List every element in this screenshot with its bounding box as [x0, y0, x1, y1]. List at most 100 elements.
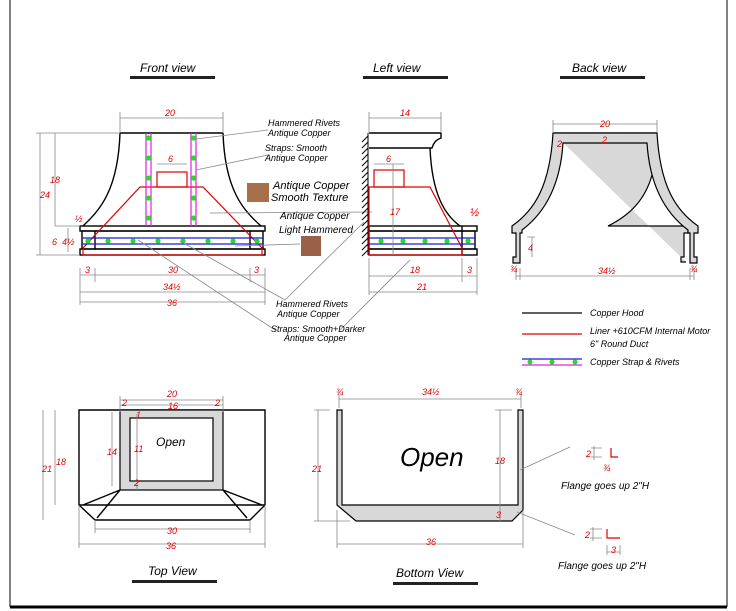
- top-view-open-label: Open: [156, 435, 186, 449]
- dim-top-bottom-frame: 2: [133, 478, 139, 488]
- rivet: [190, 155, 197, 161]
- dim-bottom-inner-depth: 18: [495, 456, 505, 466]
- dim-front-band-height: 6: [52, 237, 57, 247]
- dim-bottom-left-wall: ¾: [336, 387, 344, 397]
- flange-2-width: 3: [611, 545, 616, 555]
- rivet: [190, 215, 197, 221]
- hammered-copper-swatch: [301, 236, 321, 256]
- dim-top-inner-height: 11: [134, 444, 143, 454]
- dim-top-inner: 16: [168, 401, 178, 411]
- dim-front-total-height: 24: [39, 190, 50, 200]
- wall-hatch: [361, 133, 369, 257]
- dim-back-flange-right: ¾: [690, 264, 698, 274]
- rivet: [145, 195, 152, 201]
- dim-back-flange-left: ¾: [510, 264, 518, 274]
- dim-bottom-right-wall: ¾: [515, 387, 523, 397]
- dim-left-total-depth: 21: [416, 282, 427, 292]
- rivet: [145, 135, 152, 141]
- rivet: [155, 238, 161, 244]
- top-view: Open 20 16 2 2 1 11 2 14 18 21 30 36: [41, 389, 266, 551]
- rivet: [130, 238, 136, 244]
- dim-front-top-width: 20: [164, 108, 175, 118]
- dim-back-thickness-side: 2: [556, 139, 562, 149]
- bottom-view-open-label: Open: [400, 442, 464, 472]
- dim-left-depth-inner: 18: [410, 265, 420, 275]
- dim-left-top-depth: 14: [400, 108, 410, 118]
- dim-front-band-inner: 4½: [62, 237, 75, 247]
- bottom-view: Open ¾ 34½ ¾ 21 18 3 36: [311, 387, 576, 548]
- dim-front-side-right: 3: [254, 265, 259, 275]
- back-view: 20 2 2 4 ¾ 34½ ¾: [510, 119, 699, 280]
- dim-left-band: 3: [467, 265, 472, 275]
- top-view-title: Top View: [148, 564, 198, 578]
- front-view: 20 24 18 6 4½ ½ 6 3 30 3 34½ 36 Hammered…: [36, 108, 411, 343]
- dim-top-top-frame: 1: [136, 410, 141, 420]
- rivet: [465, 238, 471, 244]
- rivet: [205, 238, 211, 244]
- dim-top-depth: 18: [56, 457, 66, 467]
- dim-bottom-depth: 21: [311, 464, 322, 474]
- flange-1-label: Flange goes up 2"H: [561, 481, 650, 492]
- front-straps: [82, 133, 263, 245]
- flange-detail-2: 2 3 Flange goes up 2"H: [558, 527, 647, 572]
- rivet: [230, 238, 236, 244]
- back-view-title: Back view: [572, 61, 627, 75]
- dim-top-left-frame: 2: [121, 398, 127, 408]
- dim-bottom-total-width: 36: [426, 537, 436, 547]
- bottom-view-title: Bottom View: [396, 566, 464, 580]
- flange-1-width: ¾: [603, 463, 611, 473]
- dim-front-total-width: 36: [167, 298, 177, 308]
- legend-liner-duct: 6" Round Duct: [590, 339, 649, 349]
- left-view-title: Left view: [373, 61, 422, 75]
- rivet: [190, 175, 197, 181]
- rivet: [145, 155, 152, 161]
- dim-front-side-left: 3: [85, 265, 90, 275]
- dim-top-right-frame: 2: [214, 398, 220, 408]
- dim-left-lip: ½: [470, 207, 479, 219]
- dim-back-inner-width: 34½: [598, 266, 616, 276]
- dim-top-total-depth: 21: [41, 464, 52, 474]
- flange-1-height: 2: [585, 449, 591, 459]
- rivet: [378, 238, 384, 244]
- dim-front-center: 30: [168, 265, 178, 275]
- dim-back-leg: 4: [528, 243, 533, 253]
- legend-strap-rivets: Copper Strap & Rivets: [590, 357, 680, 367]
- rivet: [145, 215, 152, 221]
- dim-top-front: 30: [167, 526, 177, 536]
- rivet: [400, 238, 406, 244]
- dim-front-inner-width: 34½: [163, 282, 181, 292]
- legend-copper-hood: Copper Hood: [590, 308, 645, 318]
- rivet: [190, 195, 197, 201]
- flange-2-label: Flange goes up 2"H: [558, 561, 647, 572]
- dim-back-thickness-top: 2: [601, 135, 607, 145]
- front-view-title: Front view: [140, 61, 197, 75]
- left-view: 14 6 17 ½ 18 3 21: [361, 108, 479, 295]
- front-liner: [82, 171, 263, 256]
- flange-detail-1: 2 ¾ Flange goes up 2"H: [561, 446, 650, 492]
- dim-top-total-width: 36: [166, 541, 176, 551]
- rivet: [190, 135, 197, 141]
- legend-liner: Liner +610CFM Internal Motor: [590, 326, 711, 336]
- rivet: [254, 238, 260, 244]
- rivet: [145, 175, 152, 181]
- dim-bottom-inner-width: 34½: [422, 387, 440, 397]
- sheet-frame: [9, 0, 728, 609]
- dim-front-upper-height: 18: [50, 175, 60, 185]
- dim-front-chimney: 6: [168, 154, 173, 164]
- rivet: [105, 238, 111, 244]
- dim-top-outer: 20: [166, 389, 177, 399]
- rivet: [444, 238, 450, 244]
- legend: Copper Hood Liner +610CFM Internal Motor…: [522, 308, 711, 367]
- dim-top-frame-height: 14: [107, 447, 117, 457]
- dim-front-lip: ½: [75, 214, 83, 224]
- smooth-copper-swatch: [247, 183, 269, 202]
- rivet: [422, 238, 428, 244]
- front-dimensions: 20 24 18 6 4½ ½ 6 3 30 3 34½ 36: [36, 108, 266, 308]
- dim-left-height: 17: [390, 207, 401, 217]
